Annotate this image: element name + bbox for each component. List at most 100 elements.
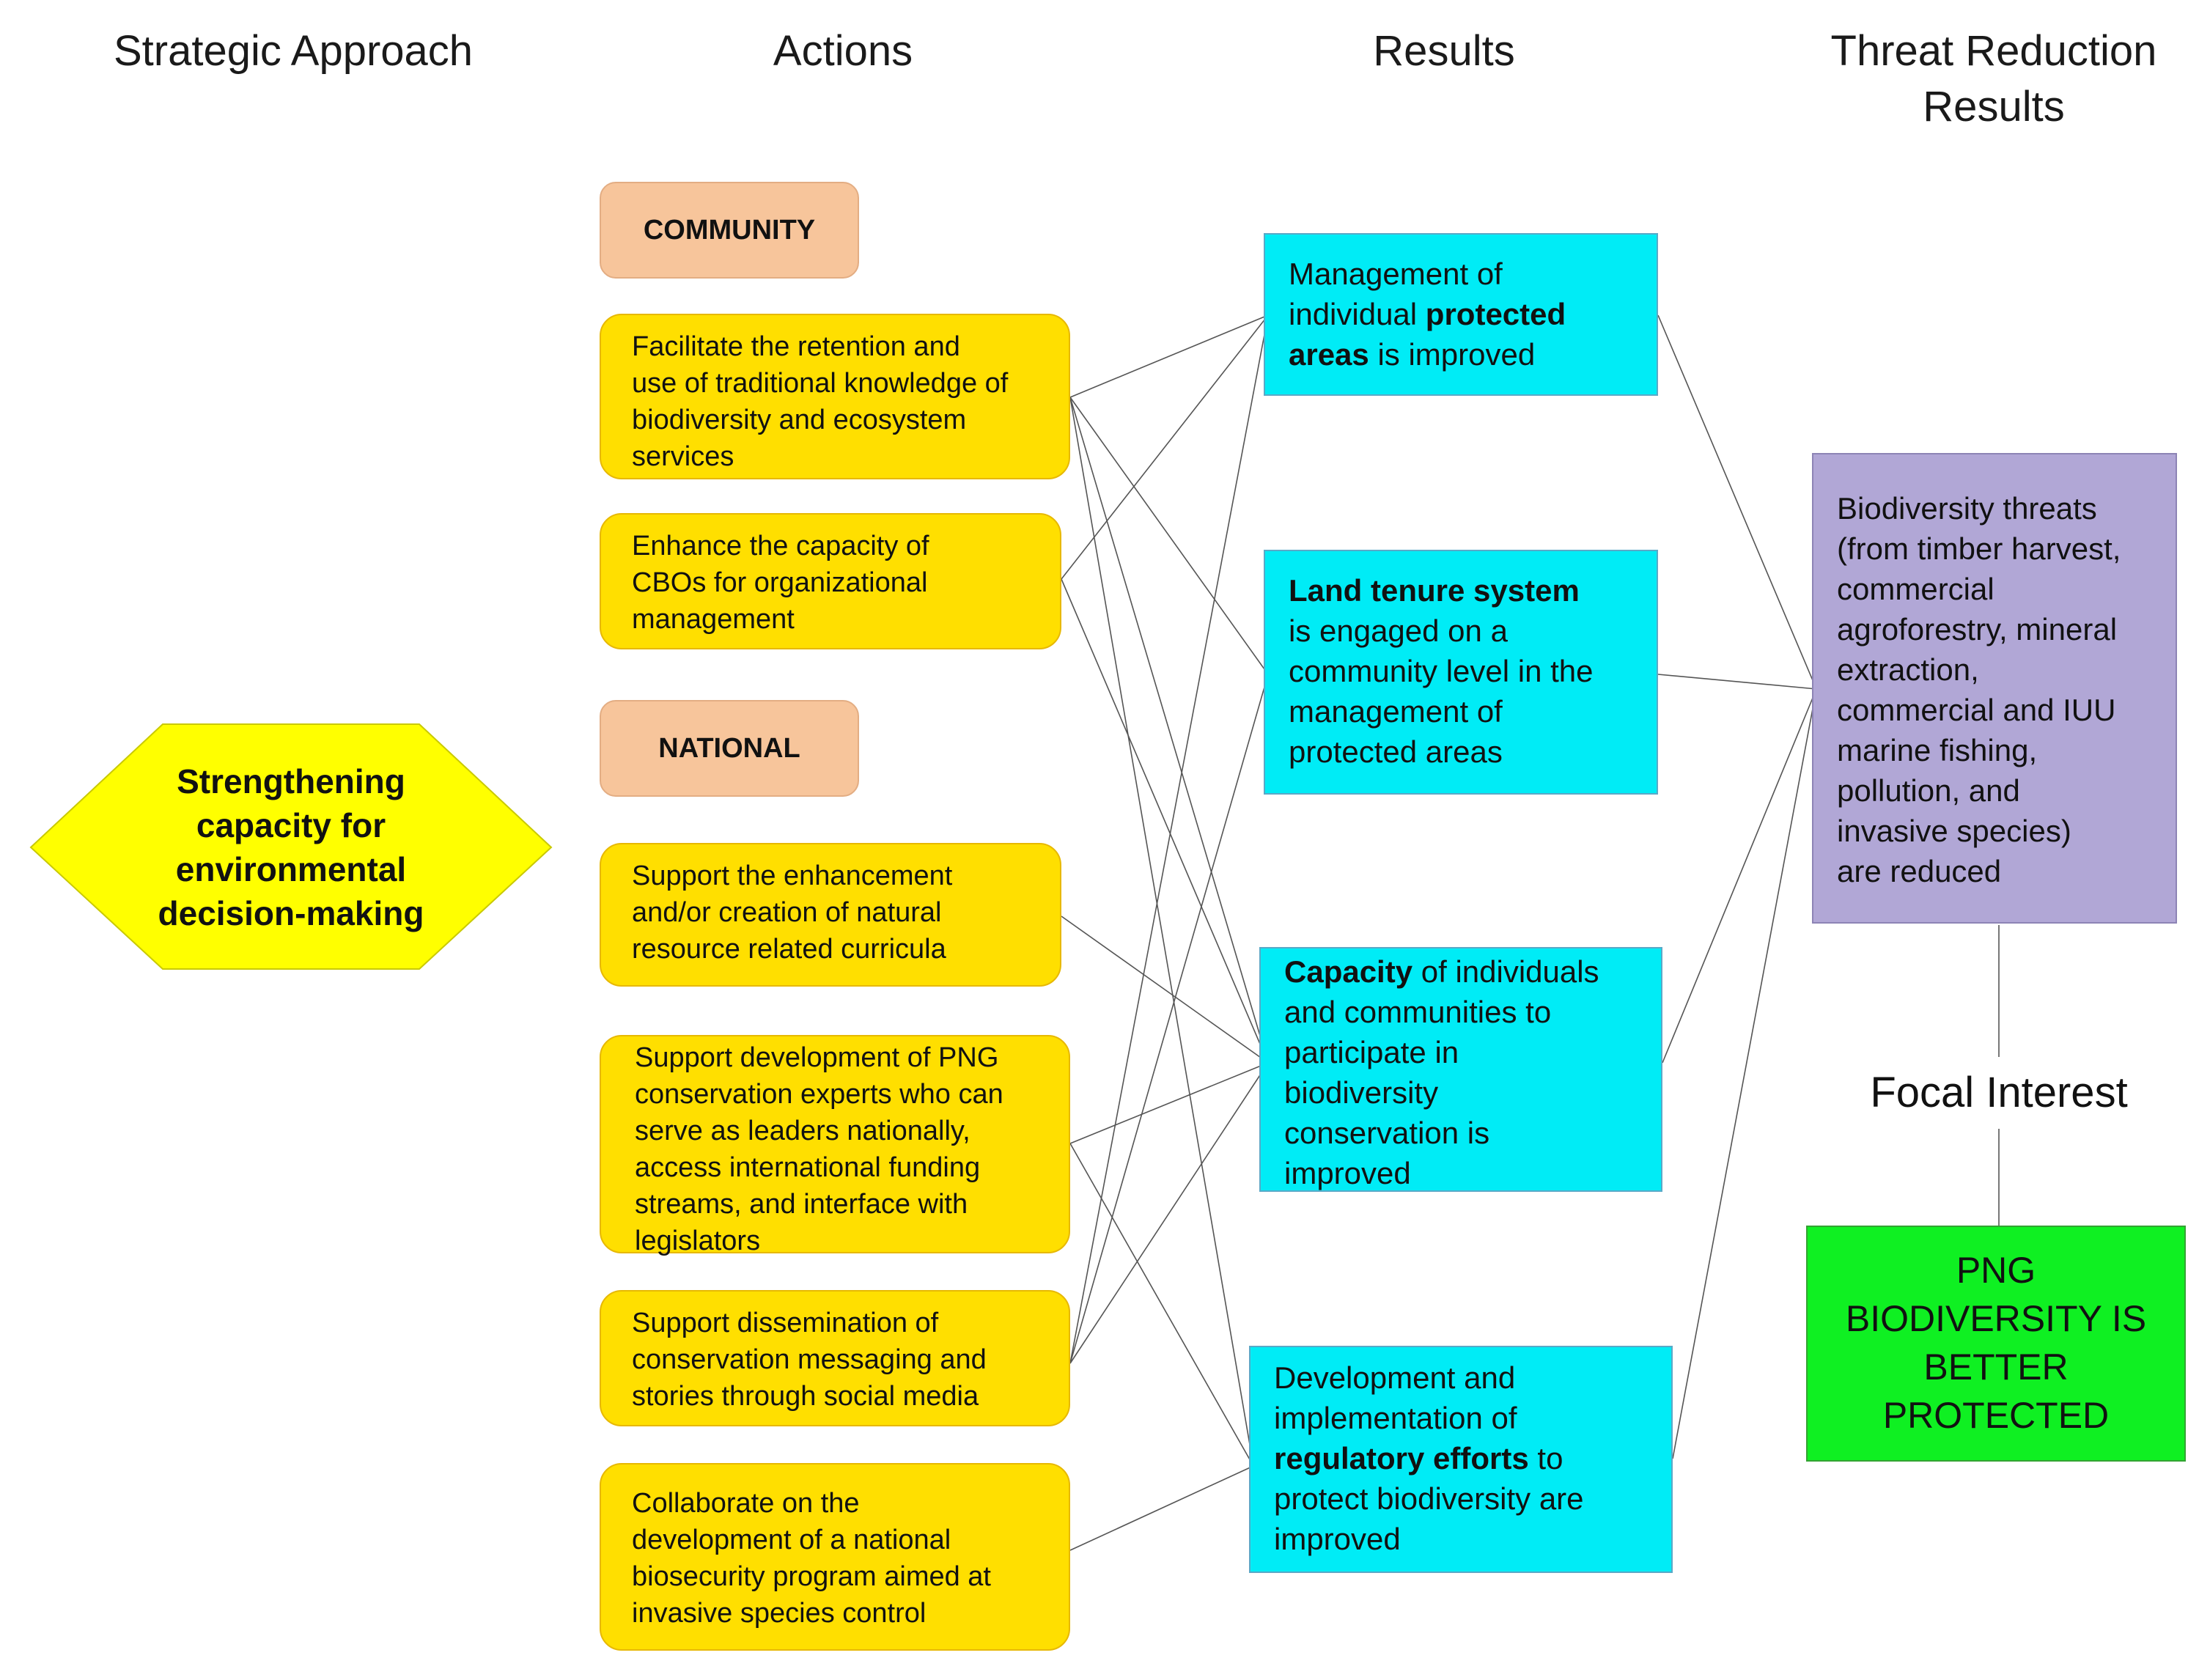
action-box-social-media: Support dissemination of conservation me… bbox=[600, 1290, 1070, 1426]
category-community: COMMUNITY bbox=[600, 182, 859, 279]
goal-line: PNG bbox=[1956, 1250, 2036, 1291]
result-line: Management of bbox=[1289, 257, 1503, 291]
result-line: is engaged on a bbox=[1289, 614, 1508, 648]
result-line: participate in bbox=[1284, 1035, 1459, 1069]
action-line: access international funding bbox=[635, 1152, 981, 1183]
result-text: to bbox=[1528, 1441, 1563, 1475]
result-bold-text: regulatory efforts bbox=[1274, 1441, 1529, 1475]
threat-line: extraction, bbox=[1837, 652, 1979, 687]
action-line: CBOs for organizational bbox=[632, 567, 928, 598]
result-line: implementation of bbox=[1274, 1401, 1517, 1435]
action-line: invasive species control bbox=[632, 1598, 927, 1629]
result-capacity: Capacity of individuals and communities … bbox=[1259, 947, 1662, 1192]
action-box-traditional-knowledge: Facilitate the retention and use of trad… bbox=[600, 314, 1070, 479]
result-line: individual protected bbox=[1289, 294, 1642, 334]
connector bbox=[1657, 674, 1817, 690]
result-line: improved bbox=[1284, 1156, 1411, 1190]
connector bbox=[1672, 688, 1817, 1459]
result-bold-text: areas bbox=[1289, 337, 1369, 372]
action-box-curricula: Support the enhancement and/or creation … bbox=[600, 843, 1061, 987]
connector bbox=[1069, 397, 1254, 1467]
result-bold-text: Land tenure system bbox=[1289, 573, 1580, 608]
action-line: serve as leaders nationally, bbox=[635, 1116, 970, 1146]
result-line: community level in the bbox=[1289, 654, 1594, 688]
threat-line: (from timber harvest, bbox=[1837, 531, 2121, 566]
connector bbox=[1069, 674, 1269, 1364]
action-line: conservation experts who can bbox=[635, 1079, 1003, 1110]
result-line: Land tenure system bbox=[1289, 570, 1642, 611]
action-line: resource related curricula bbox=[632, 934, 946, 965]
header-results: Results bbox=[1373, 27, 1515, 75]
result-line: protect biodiversity are bbox=[1274, 1481, 1584, 1516]
connector bbox=[1657, 314, 1817, 690]
action-box-png-experts: Support development of PNG conservation … bbox=[600, 1035, 1070, 1256]
action-line: Enhance the capacity of bbox=[632, 531, 929, 561]
action-line: Collaborate on the bbox=[632, 1488, 860, 1519]
goal-line: BETTER bbox=[1923, 1346, 2069, 1388]
result-line: improved bbox=[1274, 1522, 1401, 1556]
threat-reduction-box: Biodiversity threats (from timber harves… bbox=[1812, 453, 2177, 924]
connector bbox=[1069, 314, 1269, 1364]
result-line: protected areas bbox=[1289, 734, 1503, 769]
result-bold-text: protected bbox=[1425, 297, 1566, 331]
goal-line: PROTECTED bbox=[1882, 1395, 2110, 1436]
action-line: Support development of PNG bbox=[635, 1042, 999, 1073]
goal-line: BIODIVERSITY IS bbox=[1845, 1298, 2147, 1339]
action-box-biosecurity: Collaborate on the development of a nati… bbox=[600, 1463, 1070, 1651]
connector bbox=[1069, 1465, 1254, 1551]
result-land-tenure: Land tenure system is engaged on a commu… bbox=[1264, 550, 1658, 795]
action-line: stories through social media bbox=[632, 1381, 979, 1412]
action-line: development of a national bbox=[632, 1525, 951, 1555]
threat-line: Biodiversity threats bbox=[1837, 491, 2097, 526]
threat-line: commercial bbox=[1837, 572, 1994, 606]
action-box-cbo-capacity: Enhance the capacity of CBOs for organiz… bbox=[600, 513, 1061, 649]
action-line: services bbox=[632, 441, 734, 472]
result-line: management of bbox=[1289, 694, 1503, 729]
focal-interest-label: Focal Interest bbox=[1832, 1067, 2165, 1119]
action-line: Support the enhancement bbox=[632, 861, 953, 891]
action-line: conservation messaging and bbox=[632, 1344, 987, 1375]
action-line: biodiversity and ecosystem bbox=[632, 405, 967, 435]
connector bbox=[1069, 397, 1269, 1064]
action-line: and/or creation of natural bbox=[632, 897, 942, 928]
threat-line: commercial and IUU bbox=[1837, 693, 2116, 727]
connector bbox=[1061, 915, 1269, 1064]
result-protected-areas: Management of individual protected areas… bbox=[1264, 233, 1658, 396]
result-line: biodiversity bbox=[1284, 1075, 1439, 1110]
header-strategic-approach: Strategic Approach bbox=[113, 27, 474, 75]
header-actions: Actions bbox=[773, 27, 913, 75]
connector bbox=[1069, 1062, 1269, 1144]
connector bbox=[1069, 1143, 1254, 1467]
connector bbox=[1069, 397, 1269, 675]
connector bbox=[1069, 1062, 1269, 1364]
result-line: and communities to bbox=[1284, 995, 1552, 1029]
strategy-label: Strengthening capacity for environmental… bbox=[119, 759, 463, 935]
result-line: areas is improved bbox=[1289, 334, 1642, 375]
result-line: conservation is bbox=[1284, 1116, 1490, 1150]
result-line: Development and bbox=[1274, 1360, 1516, 1395]
connector bbox=[1061, 314, 1269, 580]
header-threat-reduction: Threat Reduction Results bbox=[1789, 23, 2199, 135]
threat-line: pollution, and bbox=[1837, 773, 2020, 808]
connector bbox=[1069, 314, 1269, 398]
result-bold-text: Capacity bbox=[1284, 954, 1413, 989]
action-line: biosecurity program aimed at bbox=[632, 1561, 991, 1592]
strategy-line: capacity for bbox=[196, 806, 386, 844]
action-line: Support dissemination of bbox=[632, 1308, 939, 1338]
action-line: management bbox=[632, 604, 795, 635]
header-threat-line2: Results bbox=[1923, 83, 2065, 130]
strategy-line: environmental bbox=[175, 850, 407, 888]
action-line: streams, and interface with bbox=[635, 1189, 968, 1220]
connector bbox=[1662, 688, 1817, 1064]
result-line: Capacity of individuals bbox=[1284, 951, 1646, 992]
connector bbox=[1061, 578, 1269, 1064]
strategy-line: decision-making bbox=[158, 894, 424, 932]
action-line: legislators bbox=[635, 1226, 761, 1256]
threat-line: marine fishing, bbox=[1837, 733, 2038, 767]
result-line: regulatory efforts to bbox=[1274, 1438, 1657, 1478]
result-text: is improved bbox=[1369, 337, 1536, 372]
threat-line: invasive species) bbox=[1837, 814, 2071, 848]
result-text: individual bbox=[1289, 297, 1426, 331]
result-regulatory: Development and implementation of regula… bbox=[1249, 1346, 1673, 1573]
